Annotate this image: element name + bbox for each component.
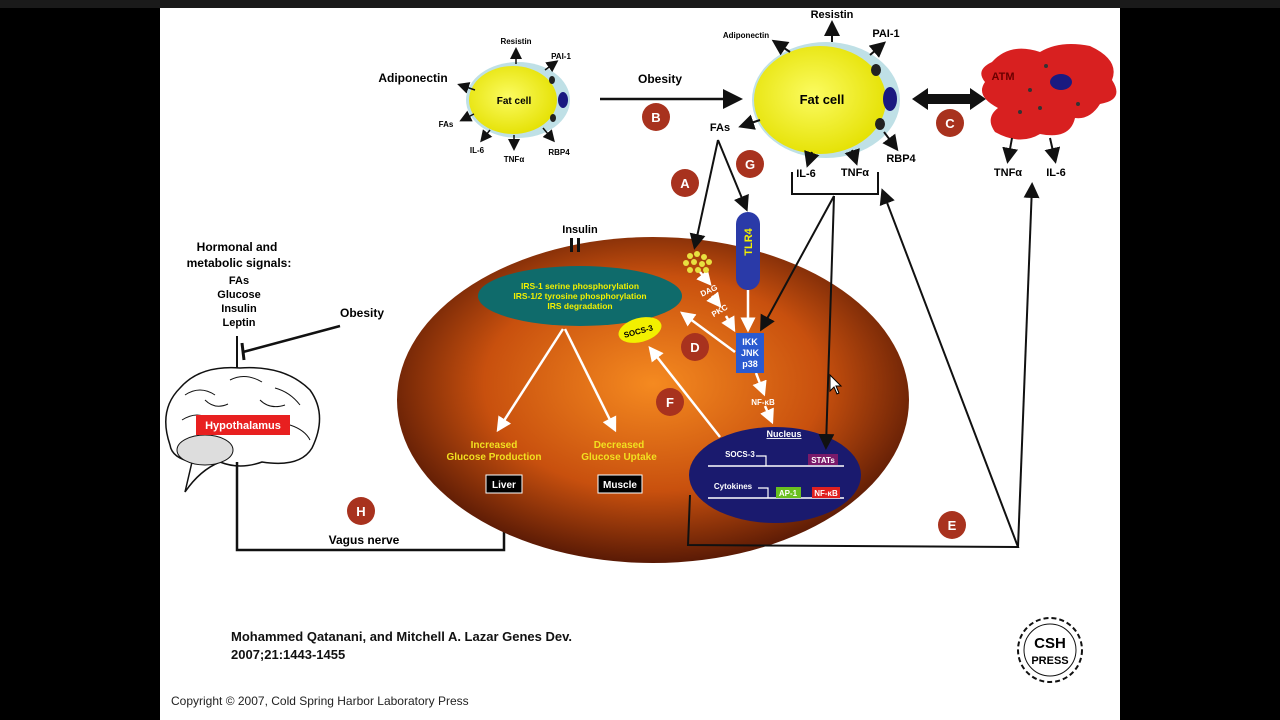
svg-text:A: A [680, 176, 690, 191]
marker-g: G [736, 150, 764, 178]
marker-d: D [681, 333, 709, 361]
nucleus-nfkb: NF-κB [814, 489, 838, 498]
muscle-label: Muscle [603, 480, 637, 491]
atm-il6: IL-6 [1046, 167, 1066, 179]
liver-label: Liver [492, 480, 516, 491]
vagus-label: Vagus nerve [329, 533, 400, 547]
svg-text:C: C [945, 116, 955, 131]
obesity-label: Obesity [638, 72, 682, 86]
marker-c: C [936, 109, 964, 137]
insulin-receptor: Insulin [562, 224, 598, 252]
atm-label: ATM [991, 71, 1014, 83]
small-il6: IL-6 [470, 146, 485, 155]
svg-text:D: D [690, 340, 699, 355]
kinase-jnk: JNK [741, 348, 760, 358]
nucleus-cytokines: Cytokines [714, 482, 753, 491]
top-bar [0, 0, 1280, 8]
brain-icon: Hypothalamus [165, 366, 321, 493]
signal-leptin: Leptin [223, 317, 256, 329]
marker-e: E [938, 511, 966, 539]
large-fat-cell-label: Fat cell [800, 92, 845, 107]
marker-circles: B C A G D F H E [347, 103, 966, 539]
svg-text:F: F [666, 395, 674, 410]
irs-line-2: IRS-1/2 tyrosine phosphorylation [513, 291, 646, 301]
hypothalamus-label: Hypothalamus [205, 420, 281, 432]
svg-text:PRESS: PRESS [1031, 655, 1068, 667]
outcome2-line2: Glucose Uptake [581, 452, 657, 463]
large-resistin: Resistin [811, 9, 854, 21]
kinase-ikk: IKK [742, 337, 758, 347]
signal-glucose: Glucose [217, 289, 260, 301]
signals-title-1: Hormonal and [197, 240, 278, 254]
outcome1-line1: Increased [471, 440, 518, 451]
large-adiponectin: Adiponectin [723, 31, 769, 40]
large-tnfa: TNFα [841, 167, 869, 179]
csh-press-logo: CSH PRESS [1017, 617, 1083, 683]
large-fat-cell: Fat cell Resistin PAI-1 Adiponectin FAs … [710, 9, 917, 195]
marker-b: B [642, 103, 670, 131]
fatty-acid-cluster [683, 251, 712, 273]
nucleus-socs3: SOCS-3 [725, 450, 755, 459]
svg-text:H: H [356, 504, 365, 519]
svg-text:B: B [651, 110, 660, 125]
signals-title-2: metabolic signals: [187, 256, 292, 270]
nucleus [689, 427, 861, 523]
copyright: Copyright © 2007, Cold Spring Harbor Lab… [171, 694, 469, 708]
marker-h: H [347, 497, 375, 525]
double-arrow [912, 88, 986, 110]
tlr4-label: TLR4 [743, 227, 755, 255]
signal-fas: FAs [229, 275, 249, 287]
nucleus-title: Nucleus [766, 429, 801, 439]
irs-ellipse [478, 266, 682, 326]
large-pai1: PAI-1 [872, 28, 899, 40]
large-fas: FAs [710, 122, 730, 134]
svg-text:E: E [948, 518, 957, 533]
svg-text:G: G [745, 157, 755, 172]
signal-insulin: Insulin [221, 303, 257, 315]
outcome2-line1: Decreased [594, 440, 645, 451]
citation-line-2: 2007;21:1443-1455 [231, 647, 346, 662]
small-pai1: PAI-1 [551, 52, 571, 61]
svg-text:CSH: CSH [1034, 635, 1066, 652]
socs3-ellipse [618, 317, 662, 343]
atm-tnfa: TNFα [994, 167, 1022, 179]
small-rbp4: RBP4 [548, 148, 570, 157]
irs-line-3: IRS degradation [547, 301, 612, 311]
small-adiponectin: Adiponectin [378, 71, 447, 85]
kinase-box [736, 333, 764, 373]
small-fat-cell: Fat cell Resistin PAI-1 Adiponectin FAs … [378, 37, 571, 164]
atm-macrophage: ATM TNFα IL-6 [981, 44, 1117, 179]
large-rbp4: RBP4 [886, 153, 916, 165]
insulin-label: Insulin [562, 224, 598, 236]
nucleus-stats: STATs [811, 456, 835, 465]
citation-line-1: Mohammed Qatanani, and Mitchell A. Lazar… [231, 629, 572, 644]
outcome1-line2: Glucose Production [446, 452, 541, 463]
brain-obesity: Obesity [340, 306, 384, 320]
large-il6: IL-6 [796, 168, 816, 180]
small-fat-cell-label: Fat cell [497, 96, 532, 107]
nucleus-ap1: AP-1 [779, 489, 798, 498]
citation: Mohammed Qatanani, and Mitchell A. Lazar… [231, 628, 572, 664]
small-fas: FAs [439, 120, 454, 129]
tlr4-receptor [736, 212, 760, 290]
marker-a: A [671, 169, 699, 197]
kinase-p38: p38 [742, 359, 758, 369]
marker-f: F [656, 388, 684, 416]
small-tnfa: TNFα [504, 155, 525, 164]
irs-line-1: IRS-1 serine phosphorylation [521, 281, 639, 291]
nfkb-label: NF-κB [751, 398, 775, 407]
small-resistin: Resistin [500, 37, 531, 46]
mouse-cursor-icon [829, 373, 843, 395]
